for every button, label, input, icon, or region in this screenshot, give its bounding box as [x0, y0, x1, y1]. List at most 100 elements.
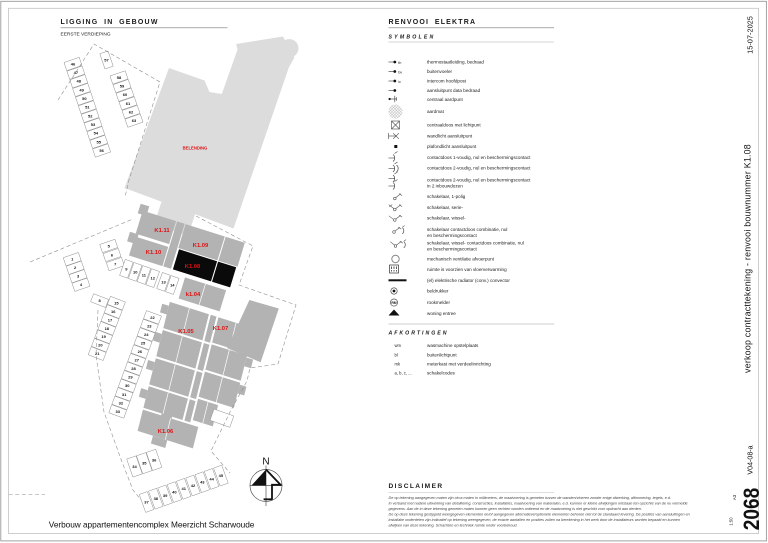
svg-text:31: 31	[122, 392, 127, 397]
svg-text:wasmachine opstelplaats: wasmachine opstelplaats	[427, 343, 479, 348]
svg-text:46: 46	[71, 61, 76, 66]
svg-text:schakelaar, 1-polig: schakelaar, 1-polig	[427, 194, 466, 199]
svg-text:plafondlicht aansluitpunt: plafondlicht aansluitpunt	[427, 144, 477, 149]
svg-text:wm: wm	[395, 343, 402, 348]
svg-text:aardmat: aardmat	[427, 109, 445, 114]
svg-text:50: 50	[82, 96, 87, 101]
svg-text:schakelaar, serie-: schakelaar, serie-	[427, 205, 463, 210]
svg-text:49: 49	[79, 87, 84, 92]
svg-text:K1.08: K1.08	[185, 264, 201, 270]
svg-text:61: 61	[126, 101, 131, 106]
svg-text:37: 37	[144, 499, 149, 504]
svg-text:34: 34	[132, 464, 137, 469]
svg-text:schakelcodes: schakelcodes	[427, 371, 456, 376]
svg-text:K1.07: K1.07	[213, 326, 228, 332]
svg-text:in 2 inbouwdozen: in 2 inbouwdozen	[427, 184, 463, 189]
svg-text:2: 2	[74, 265, 77, 270]
svg-text:In verband met nadere uitwerki: In verband met nadere uitwerking van det…	[389, 502, 688, 506]
svg-text:7: 7	[114, 262, 117, 267]
svg-text:installatie onderdelen zijn in: installatie onderdelen zijn indicatief o…	[389, 518, 680, 522]
svg-text:beldrukker: beldrukker	[427, 289, 449, 294]
svg-text:43: 43	[200, 480, 205, 485]
svg-text:ic: ic	[398, 80, 401, 84]
svg-text:contactdoos 2-voudig, nul en b: contactdoos 2-voudig, nul en bescherming…	[427, 178, 531, 183]
svg-text:buitenvoeler: buitenvoeler	[427, 69, 452, 74]
svg-text:23: 23	[147, 323, 152, 328]
svg-text:V04-08-a: V04-08-a	[747, 445, 755, 474]
svg-text:woning entree: woning entree	[427, 311, 456, 316]
svg-text:33: 33	[115, 409, 120, 414]
svg-text:6: 6	[111, 253, 114, 258]
svg-text:bv: bv	[398, 70, 402, 74]
svg-text:1: 1	[71, 257, 74, 262]
svg-text:LIGGING IN GEBOUW: LIGGING IN GEBOUW	[61, 19, 159, 26]
svg-text:35: 35	[142, 461, 147, 466]
svg-text:en beschermingscontact: en beschermingscontact	[427, 233, 478, 238]
svg-text:56: 56	[99, 148, 104, 153]
svg-text:afwijken van deze tekening. Sc: afwijken van deze tekening. Schachten en…	[389, 524, 518, 528]
svg-text:schakelaar contactdoos combina: schakelaar contactdoos combinatie, nul	[427, 227, 507, 232]
svg-text:11: 11	[142, 273, 147, 278]
svg-text:schakelaar, wissel- contactdoo: schakelaar, wissel- contactdoos combinat…	[427, 241, 524, 246]
svg-text:21: 21	[95, 351, 100, 356]
svg-text:63: 63	[132, 118, 137, 123]
svg-text:K1.06: K1.06	[158, 429, 174, 435]
svg-text:13: 13	[161, 279, 166, 284]
svg-text:AFKORTINGEN: AFKORTINGEN	[388, 331, 449, 337]
svg-text:15: 15	[114, 301, 119, 306]
svg-text:54: 54	[94, 131, 99, 136]
svg-text:contactdoos 1-voudig, nul en b: contactdoos 1-voudig, nul en bescherming…	[427, 155, 531, 160]
svg-text:k1.04: k1.04	[186, 292, 201, 298]
svg-text:a, b, c, ...: a, b, c, ...	[395, 371, 412, 376]
svg-text:38: 38	[154, 496, 159, 501]
svg-text:32: 32	[119, 400, 124, 405]
svg-text:10: 10	[133, 269, 138, 274]
svg-text:ruimte is voorzien van vloerve: ruimte is voorzien van vloerverwarming	[427, 267, 507, 272]
svg-text:N: N	[262, 457, 269, 468]
svg-text:SYMBOLEN: SYMBOLEN	[389, 35, 436, 41]
svg-text:40: 40	[172, 490, 177, 495]
svg-text:60: 60	[123, 92, 128, 97]
svg-text:26: 26	[138, 349, 143, 354]
svg-text:thermostaatleiding, bedraad: thermostaatleiding, bedraad	[427, 60, 484, 65]
svg-text:bl: bl	[395, 353, 398, 358]
svg-text:mechanisch ventilatie afvoerpu: mechanisch ventilatie afvoerpunt	[427, 257, 495, 262]
svg-text:gegevens. Aan de in deze teken: gegevens. Aan de in deze tekening gemete…	[389, 507, 642, 511]
svg-text:42: 42	[191, 483, 196, 488]
svg-text:52: 52	[88, 113, 93, 118]
svg-text:EERSTE VERDIEPING: EERSTE VERDIEPING	[61, 32, 111, 38]
svg-text:RM: RM	[391, 301, 396, 305]
svg-text:17: 17	[108, 317, 113, 322]
svg-text:20: 20	[98, 343, 103, 348]
svg-text:22: 22	[150, 315, 155, 320]
svg-text:A3: A3	[732, 494, 737, 500]
svg-text:K1.10: K1.10	[146, 250, 161, 256]
svg-text:55: 55	[96, 139, 101, 144]
svg-text:K1.11: K1.11	[154, 228, 170, 234]
svg-text:(el) elektrische radiator (con: (el) elektrische radiator (conv.) convec…	[427, 278, 510, 283]
svg-text:1:50: 1:50	[728, 517, 733, 526]
svg-text:intercom hoofdpost: intercom hoofdpost	[427, 79, 467, 84]
svg-text:53: 53	[91, 122, 96, 127]
svg-text:12: 12	[150, 276, 155, 281]
svg-text:3: 3	[77, 274, 80, 279]
svg-text:schakelaar, wissel-: schakelaar, wissel-	[427, 216, 466, 221]
svg-text:41: 41	[181, 486, 186, 491]
svg-text:24: 24	[144, 332, 149, 337]
svg-text:wandlicht aansluitpunt: wandlicht aansluitpunt	[427, 134, 473, 139]
svg-text:57: 57	[104, 58, 109, 63]
svg-text:27: 27	[134, 358, 139, 363]
svg-text:28: 28	[131, 366, 136, 371]
svg-text:14: 14	[170, 283, 175, 288]
svg-text:4: 4	[80, 282, 83, 287]
svg-text:62: 62	[129, 109, 134, 114]
svg-text:36: 36	[152, 457, 157, 462]
svg-text:en beschermingscontact: en beschermingscontact	[427, 247, 478, 252]
svg-text:K1.05: K1.05	[178, 329, 194, 335]
svg-text:51: 51	[85, 105, 90, 110]
svg-text:mk: mk	[395, 362, 401, 367]
svg-text:2068: 2068	[739, 488, 764, 531]
svg-text:25: 25	[141, 341, 146, 346]
svg-text:DISCLAIMER: DISCLAIMER	[389, 483, 444, 490]
svg-text:De op tekening aangegeven mate: De op tekening aangegeven maten zijn cir…	[389, 496, 671, 500]
